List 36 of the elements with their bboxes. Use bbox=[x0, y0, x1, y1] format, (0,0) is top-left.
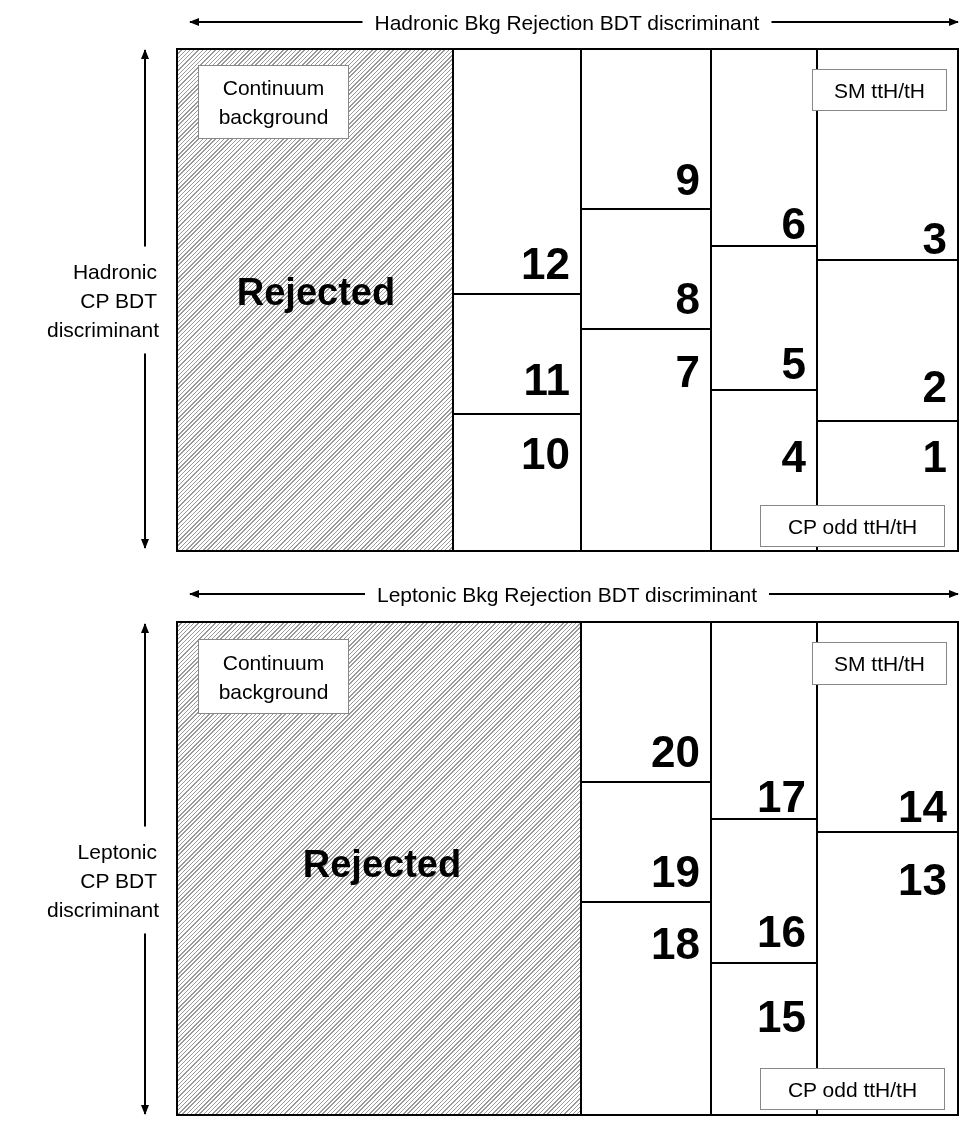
category-tag bbox=[812, 642, 947, 685]
category-number: 16 bbox=[757, 910, 806, 954]
category-number: 18 bbox=[651, 922, 700, 966]
rejected-region bbox=[176, 621, 582, 1116]
category-number: 8 bbox=[675, 277, 700, 321]
category-number: 15 bbox=[757, 995, 806, 1039]
category-number: 9 bbox=[675, 158, 700, 202]
category-number: 2 bbox=[922, 365, 947, 409]
tag-label: Continuum background bbox=[217, 649, 330, 705]
category-tag bbox=[760, 505, 945, 547]
category-number: 6 bbox=[781, 202, 806, 246]
category-number: 19 bbox=[651, 850, 700, 894]
category-tag bbox=[760, 1068, 945, 1110]
tag-label: CP odd ttH/tH bbox=[787, 513, 918, 540]
region-label: Rejected bbox=[236, 272, 396, 312]
category-number: 12 bbox=[521, 242, 570, 286]
category-tag bbox=[198, 65, 349, 139]
rejected-region bbox=[176, 48, 454, 552]
region-label: Rejected bbox=[302, 844, 462, 884]
category-number: 17 bbox=[757, 775, 806, 819]
category-number: 10 bbox=[521, 432, 570, 476]
category-tag bbox=[198, 639, 349, 714]
category-number: 20 bbox=[651, 730, 700, 774]
tag-label: CP odd ttH/tH bbox=[787, 1076, 918, 1103]
category-number: 14 bbox=[898, 785, 947, 829]
category-number: 3 bbox=[922, 217, 947, 261]
category-number: 5 bbox=[781, 342, 806, 386]
category-tag bbox=[812, 69, 947, 111]
category-number: 7 bbox=[675, 350, 700, 394]
tag-label: SM ttH/tH bbox=[834, 651, 925, 677]
tag-label: Continuum background bbox=[217, 75, 330, 130]
category-number: 4 bbox=[781, 435, 806, 479]
category-number: 13 bbox=[898, 858, 947, 902]
category-number: 11 bbox=[523, 358, 570, 402]
tag-label: SM ttH/tH bbox=[834, 77, 925, 104]
category-number: 1 bbox=[922, 435, 947, 479]
